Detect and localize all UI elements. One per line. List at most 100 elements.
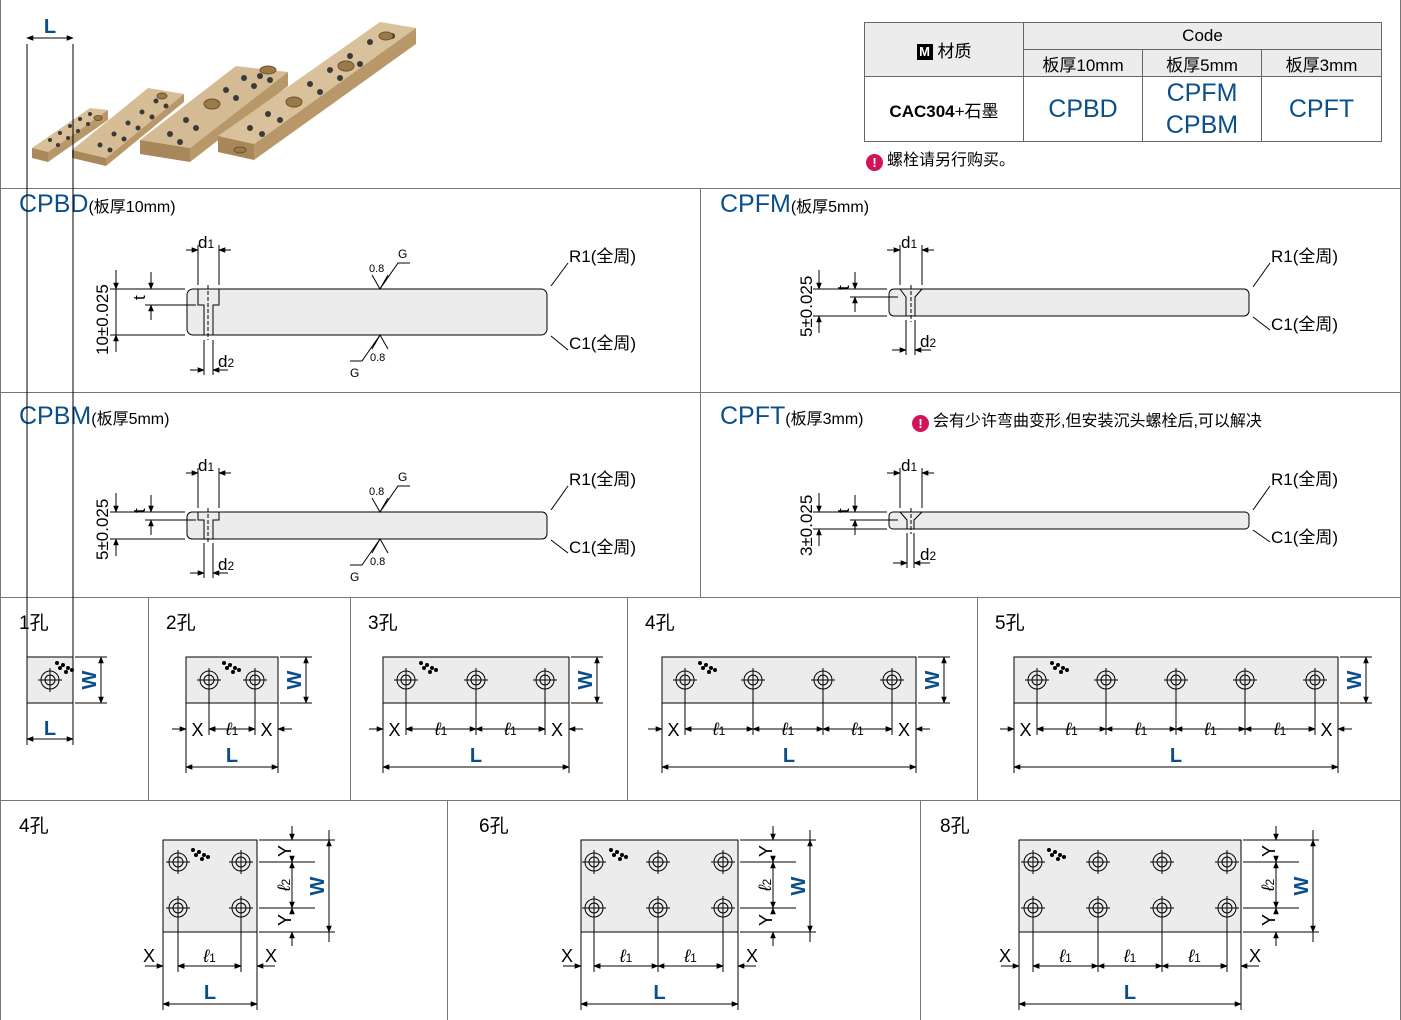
hole-icon <box>646 850 670 874</box>
g-label: G <box>398 470 407 484</box>
divider <box>148 597 149 800</box>
graphite-dots-icon <box>191 848 210 861</box>
hole-icon <box>1150 896 1174 920</box>
divider <box>920 800 921 1020</box>
code-cpft[interactable]: CPFT <box>1261 76 1382 142</box>
d2-label: d2 <box>218 352 234 371</box>
l1-label: ℓ1 <box>434 719 448 739</box>
c1-label: C1(全周) <box>1271 528 1338 547</box>
hole-icon <box>811 668 835 692</box>
hole-icon <box>1150 850 1174 874</box>
hole-icon <box>880 668 904 692</box>
t-label: t <box>130 508 149 513</box>
hole-icon <box>197 668 221 692</box>
g-label: G <box>398 247 407 261</box>
material-m-icon: M <box>916 44 933 60</box>
roughness-label: 0.8 <box>369 486 384 498</box>
L-label: L <box>226 745 238 767</box>
divider <box>700 188 701 597</box>
hole-title-4b: 4孔 <box>19 815 49 837</box>
r1-label: R1(全周) <box>1271 247 1338 266</box>
d2-label: d2 <box>920 332 936 351</box>
hole-title-2: 2孔 <box>166 612 196 634</box>
hole-title-5: 5孔 <box>995 612 1025 634</box>
r1-label: R1(全周) <box>569 247 636 266</box>
y-label: Y <box>1259 845 1279 857</box>
col-header-3mm: 板厚3mm <box>1261 49 1382 77</box>
x-label: X <box>561 946 573 966</box>
y-label: Y <box>756 845 776 857</box>
x-label: X <box>551 720 563 740</box>
t-label: t <box>130 295 149 300</box>
d1-label: d1 <box>901 456 917 475</box>
l1-label: ℓ1 <box>619 946 633 966</box>
hole-title-6: 6孔 <box>479 815 509 837</box>
hole-icon <box>1086 850 1110 874</box>
r1-label: R1(全周) <box>1271 470 1338 489</box>
c1-label: C1(全周) <box>1271 315 1338 334</box>
code-cpbm[interactable]: CPBM <box>1165 111 1239 139</box>
l1-label: ℓ1 <box>1064 719 1078 739</box>
hole-icon <box>166 850 190 874</box>
drawing-cpbd <box>110 245 569 375</box>
x-label: X <box>667 720 679 740</box>
graphite-dots-icon <box>1050 661 1069 674</box>
L-label: L <box>653 982 665 1004</box>
svg-text:W: W <box>1344 670 1366 689</box>
code-cpfm[interactable]: CPFM <box>1166 79 1238 107</box>
hole-icon <box>1021 850 1045 874</box>
W-label: W <box>307 876 329 895</box>
divider <box>0 0 1 1020</box>
warning-icon: ! <box>912 415 929 432</box>
hole-icon <box>394 668 418 692</box>
code-header: Code <box>1023 22 1382 50</box>
hole-title-1: 1孔 <box>19 612 49 634</box>
labels-cpbd: d1 d2 t 10±0.025 0.8 G 0.8 G R1(全周) C1(全… <box>93 233 636 380</box>
thickness-label: 5±0.025 <box>797 276 816 337</box>
L-label: L <box>470 745 482 767</box>
material-name: CAC304 <box>889 101 955 121</box>
hole-icon <box>464 668 488 692</box>
section-title-cpft: CPFT(板厚3mm) <box>720 402 864 430</box>
graphite-dots-icon <box>609 848 628 861</box>
graphite-dots <box>48 33 395 153</box>
l1-label: ℓ1 <box>503 719 517 739</box>
l1-label: ℓ1 <box>1058 946 1072 966</box>
code-cpbd[interactable]: CPBD <box>1023 76 1143 142</box>
d1-label: d1 <box>198 233 214 252</box>
hole-icon <box>1025 668 1049 692</box>
photo-holes <box>93 31 394 154</box>
hole-icon <box>582 896 606 920</box>
l1-label: ℓ1 <box>1123 946 1137 966</box>
divider <box>627 597 628 800</box>
section-title-cpbm: CPBM(板厚5mm) <box>19 402 170 430</box>
hole-icon <box>166 896 190 920</box>
t-label: t <box>834 508 853 513</box>
l1-label: ℓ1 <box>850 719 864 739</box>
l1-label: ℓ1 <box>683 946 697 966</box>
drawing-cpbm <box>110 468 569 578</box>
l2-label: ℓ2 <box>274 878 294 892</box>
l2-label: ℓ2 <box>1258 878 1278 892</box>
l1-label: ℓ1 <box>1273 719 1287 739</box>
hole-icon <box>229 896 253 920</box>
hole-icon <box>1303 668 1327 692</box>
l2-label: ℓ2 <box>755 878 775 892</box>
hole-icon <box>1164 668 1188 692</box>
hole-icon <box>1233 668 1257 692</box>
x-label: X <box>265 946 277 966</box>
graphite-dots-icon <box>698 661 717 674</box>
hole-icon <box>741 668 765 692</box>
svg-text:W: W <box>284 670 306 689</box>
thickness-label: 3±0.025 <box>797 495 816 556</box>
warning-icon: ! <box>866 154 883 171</box>
x-label: X <box>999 946 1011 966</box>
material-header: 材质 <box>937 42 972 61</box>
c1-label: C1(全周) <box>569 538 636 557</box>
